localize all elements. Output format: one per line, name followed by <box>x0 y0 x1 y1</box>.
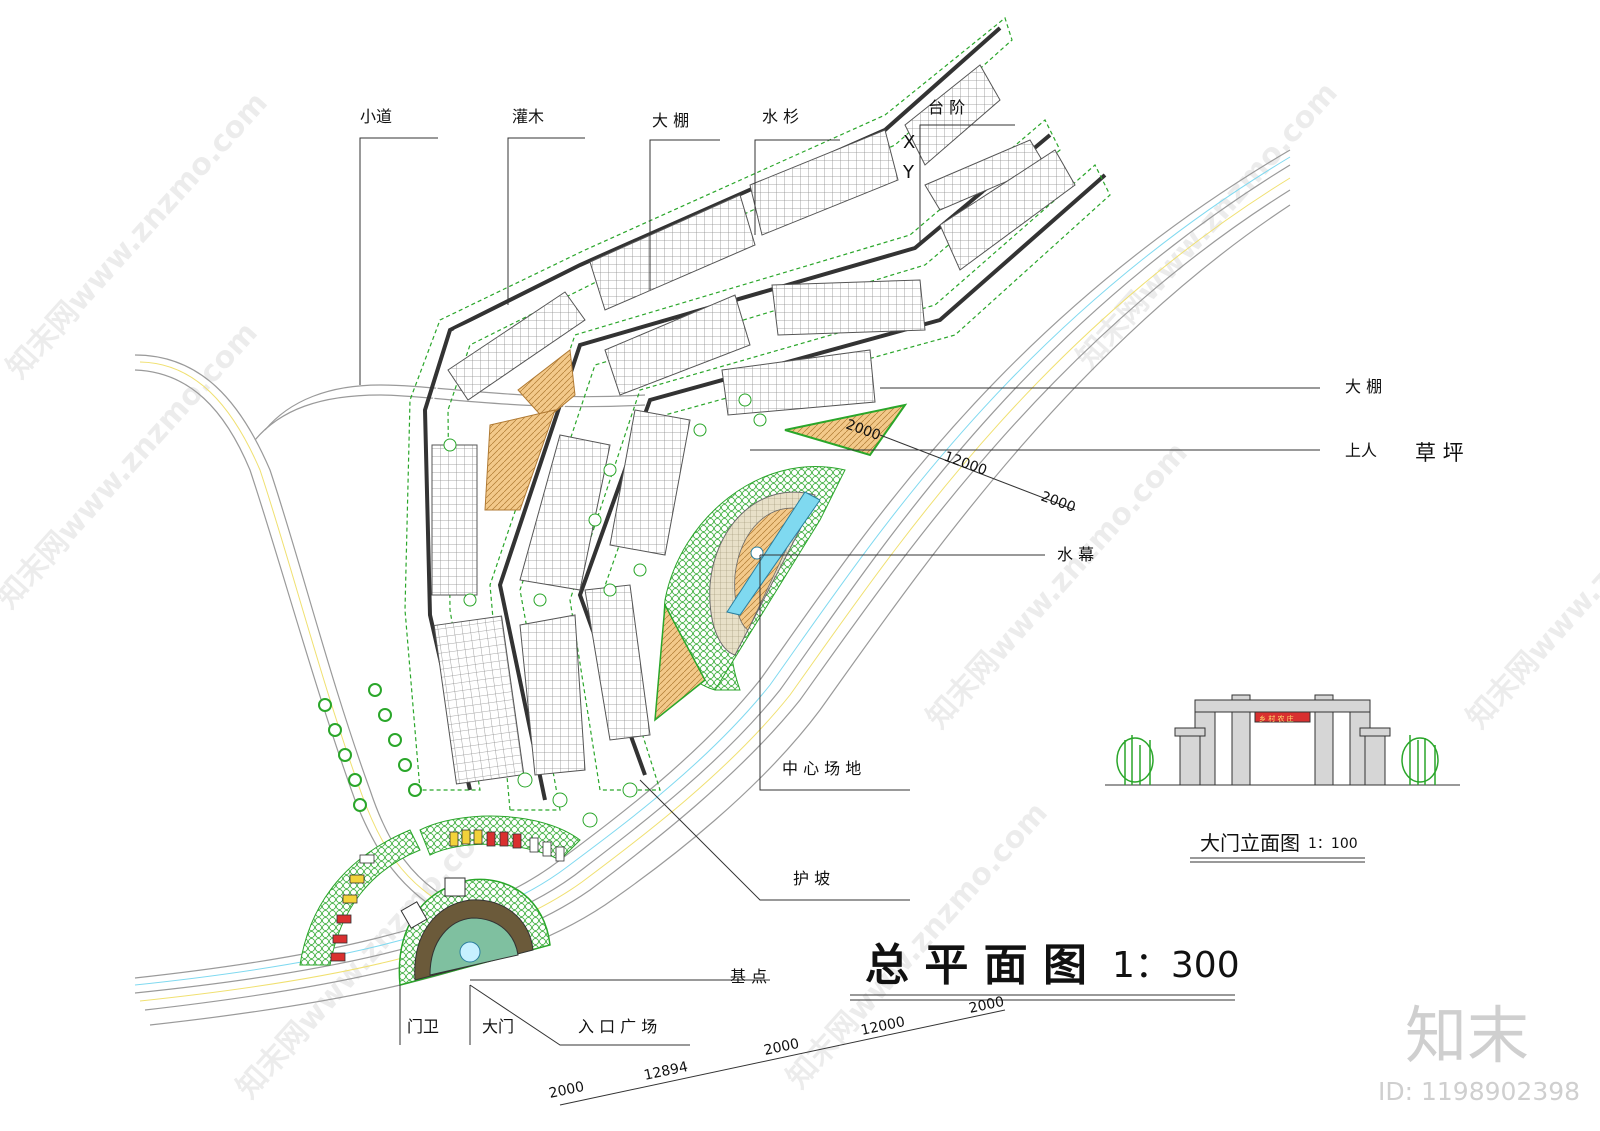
gate-sign-text: 乡 村 农 庄 <box>1259 714 1294 723</box>
label-gate: 大门 <box>482 1017 514 1036</box>
gate-elevation: 乡 村 农 庄 大门立面图 1：100 <box>1105 694 1460 863</box>
dimension-value: 2000 <box>968 994 1006 1017</box>
road-cyan <box>134 156 1291 986</box>
label-greenhouse-right: 大 棚 <box>1345 377 1382 396</box>
watermark-text: 知末网www.znzmo.com <box>1070 76 1345 376</box>
label-y-mark: Y <box>902 162 915 183</box>
label-slope: 护 坡 <box>793 869 830 888</box>
watermark-text: 知末网www.znzmo.com <box>920 436 1195 736</box>
plan-scale-text: 1：300 <box>1112 945 1240 986</box>
parking-lots <box>299 815 581 966</box>
label-x-mark: X <box>903 132 915 153</box>
label-lawn: 草 坪 <box>1415 441 1464 465</box>
brand-id-text: ID: 1198902398 <box>1378 1077 1580 1106</box>
elevation-title: 大门立面图 <box>1200 831 1300 855</box>
orchard-plots <box>484 349 576 511</box>
walkable-lawn <box>784 403 908 457</box>
dimension-value: 2000 <box>763 1036 801 1059</box>
label-steps: 台 阶 <box>928 98 965 117</box>
label-guard: 门卫 <box>407 1017 439 1036</box>
label-shrub: 灌木 <box>512 107 544 126</box>
label-greenhouse-top: 大 棚 <box>652 111 689 130</box>
label-entrance-plaza: 入 口 广 场 <box>578 1017 657 1036</box>
watermark-text: 知末网www.znzmo.com <box>1460 436 1600 736</box>
label-metasequoia: 水 杉 <box>762 107 799 126</box>
dimension-value: 12894 <box>643 1059 690 1084</box>
entrance-plaza <box>398 877 551 986</box>
plan-title: 总 平 面 图 1：300 <box>865 940 1240 991</box>
greenhouses <box>431 64 1076 785</box>
label-central-plaza: 中 心 场 地 <box>782 759 861 778</box>
entrance-tree-rows <box>318 683 422 812</box>
label-base-point: 基 点 <box>730 967 767 986</box>
plan-title-text: 总 平 面 图 <box>865 940 1087 991</box>
label-water-curtain: 水 幕 <box>1057 545 1094 564</box>
dimension-value: 12000 <box>942 449 989 479</box>
central-plaza <box>654 466 846 722</box>
scattered-trees <box>443 393 767 828</box>
label-walkable: 上人 <box>1345 441 1377 460</box>
brand-watermark: 知末 ID: 1198902398 <box>1378 999 1580 1106</box>
dimension-value: 2000 <box>548 1079 586 1102</box>
label-path: 小道 <box>360 107 392 126</box>
leader-lines <box>359 124 1320 1106</box>
watermark-layer: 知末网www.znzmo.com 知末网www.znzmo.com 知末网www… <box>0 76 1600 1106</box>
dimension-value: 2000 <box>1039 489 1078 516</box>
elevation-scale: 1：100 <box>1308 836 1358 852</box>
plan-labels: 小道 灌木 大 棚 水 杉 台 阶 X Y 大 棚 上人 草 坪 水 幕 中 心… <box>360 98 1464 1036</box>
brand-logo-text: 知末 <box>1405 999 1529 1072</box>
